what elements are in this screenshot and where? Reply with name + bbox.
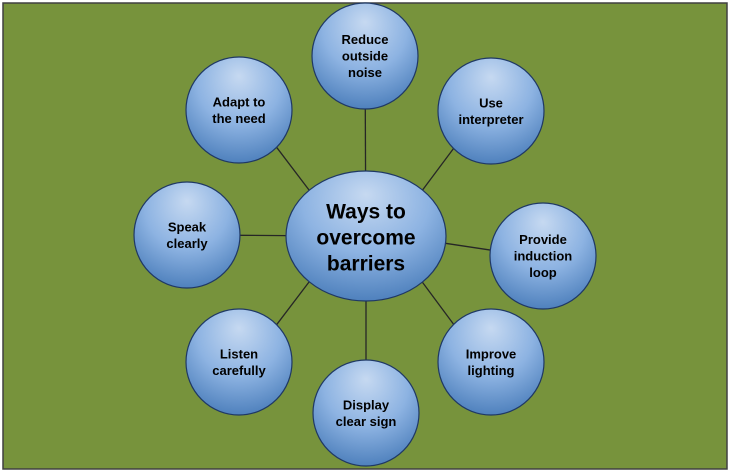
node-label-provide-induction-loop-line-3: loop bbox=[529, 265, 556, 280]
node-display-clear-sign: Display clear sign bbox=[312, 359, 420, 467]
node-label-listen-carefully-line-1: Listen bbox=[220, 346, 258, 361]
connector-adapt-to-the-need bbox=[276, 146, 310, 191]
center-node-label-line-1: Ways to bbox=[326, 201, 406, 224]
node-speak-clearly: Speak clearly bbox=[133, 181, 241, 289]
node-label-improve-lighting-line-1: Improve bbox=[466, 346, 517, 361]
node-adapt-to-the-need: Adapt to the need bbox=[185, 56, 293, 164]
center-node: Ways to overcome barriers bbox=[285, 170, 447, 302]
node-label-adapt-to-the-need-line-1: Adapt to bbox=[213, 94, 266, 109]
connector-listen-carefully bbox=[276, 281, 310, 326]
connector-lines bbox=[239, 108, 491, 360]
node-label-improve-lighting-line-2: lighting bbox=[468, 363, 515, 378]
node-circle-improve-lighting bbox=[437, 308, 545, 416]
node-label-speak-clearly-line-2: clearly bbox=[166, 236, 208, 251]
connector-use-interpreter bbox=[422, 148, 455, 191]
node-circle-provide-induction-loop bbox=[489, 202, 597, 310]
connector-improve-lighting bbox=[421, 281, 455, 325]
diagram-bubbles: Ways to overcome barriers Reduce outsidenois… bbox=[133, 2, 597, 467]
node-label-use-interpreter-line-2: interpreter bbox=[458, 112, 523, 127]
center-node-ellipse bbox=[285, 170, 447, 302]
node-label-provide-induction-loop-line-2: induction bbox=[514, 249, 573, 264]
node-circle-display-clear-sign bbox=[312, 359, 420, 467]
center-node-label-line-2: overcome bbox=[316, 227, 415, 250]
node-circle-adapt-to-the-need bbox=[185, 56, 293, 164]
node-circle-use-interpreter bbox=[437, 57, 545, 165]
node-circle-speak-clearly bbox=[133, 181, 241, 289]
center-node-label-line-3: barriers bbox=[327, 253, 405, 276]
node-label-adapt-to-the-need-line-2: the need bbox=[212, 111, 266, 126]
node-label-reduce-outside-noise-line-3: noise bbox=[348, 65, 382, 80]
node-label-use-interpreter-line-1: Use bbox=[479, 95, 503, 110]
node-label-reduce-outside-noise-line-2: outside bbox=[342, 49, 388, 64]
node-improve-lighting: Improve lighting bbox=[437, 308, 545, 416]
node-label-provide-induction-loop-line-1: Provide bbox=[519, 232, 567, 247]
node-label-display-clear-sign-line-2: clear sign bbox=[336, 414, 397, 429]
node-label-listen-carefully-line-2: carefully bbox=[212, 363, 266, 378]
node-label-speak-clearly-line-1: Speak bbox=[168, 219, 207, 234]
connector-provide-induction-loop bbox=[445, 242, 491, 251]
node-circle-listen-carefully bbox=[185, 308, 293, 416]
node-listen-carefully: Listen carefully bbox=[185, 308, 293, 416]
node-label-reduce-outside-noise-line-1: Reduce bbox=[342, 32, 389, 47]
node-use-interpreter: Use interpreter bbox=[437, 57, 545, 165]
node-label-display-clear-sign-line-1: Display bbox=[343, 397, 390, 412]
node-circle-reduce-outside-noise bbox=[311, 2, 419, 110]
